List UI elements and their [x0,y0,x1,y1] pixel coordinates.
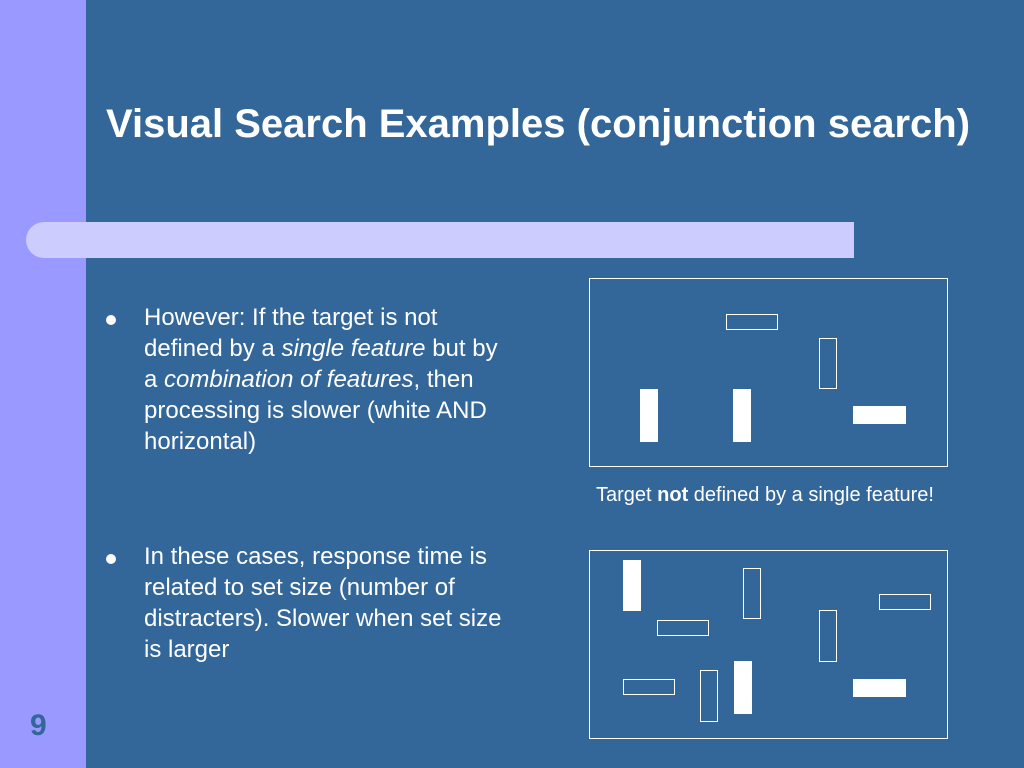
bullet-1-text-3: , then processing is slower (white AND h… [144,366,487,455]
vertical-outline-bar [743,568,761,619]
search-display-large [589,550,948,739]
bullet-1-text-2: but by a [144,335,498,393]
bullet-list: However: If the target is not defined by… [104,302,504,665]
slide-number: 9 [30,709,47,742]
bullet-item-1: However: If the target is not defined by… [104,302,504,457]
horizontal-outline-bar [879,594,931,610]
bullet-item-2: In these cases, response time is related… [104,541,504,665]
search-display-small [589,278,948,467]
bullet-1-emphasis-2: combination of features [164,366,414,393]
bullet-1-text-1: However: If the target is not defined by… [144,304,438,362]
figure-caption: Target not defined by a single feature! [596,480,956,510]
bullet-dot-icon [106,554,116,564]
title-underline-bar [26,222,854,258]
caption-text-end: defined by a single feature! [688,484,934,506]
bullet-dot-icon [106,315,116,325]
target-horizontal-filled-bar [853,406,906,424]
horizontal-outline-bar [657,620,709,636]
horizontal-outline-bar [623,679,675,695]
bullet-2-text: In these cases, response time is related… [144,543,502,663]
horizontal-outline-bar [726,314,778,330]
vertical-outline-bar [819,338,837,389]
vertical-outline-bar [819,610,837,662]
caption-text-start: Target [596,484,658,506]
vertical-filled-bar [734,661,752,714]
vertical-outline-bar [700,670,718,722]
target-horizontal-filled-bar [853,679,906,697]
vertical-filled-bar [733,389,751,442]
slide-title: Visual Search Examples (conjunction sear… [106,102,971,146]
caption-bold: not [657,484,689,506]
vertical-filled-bar [623,560,641,611]
vertical-filled-bar [640,389,658,442]
bullet-1-emphasis-1: single feature [281,335,426,362]
